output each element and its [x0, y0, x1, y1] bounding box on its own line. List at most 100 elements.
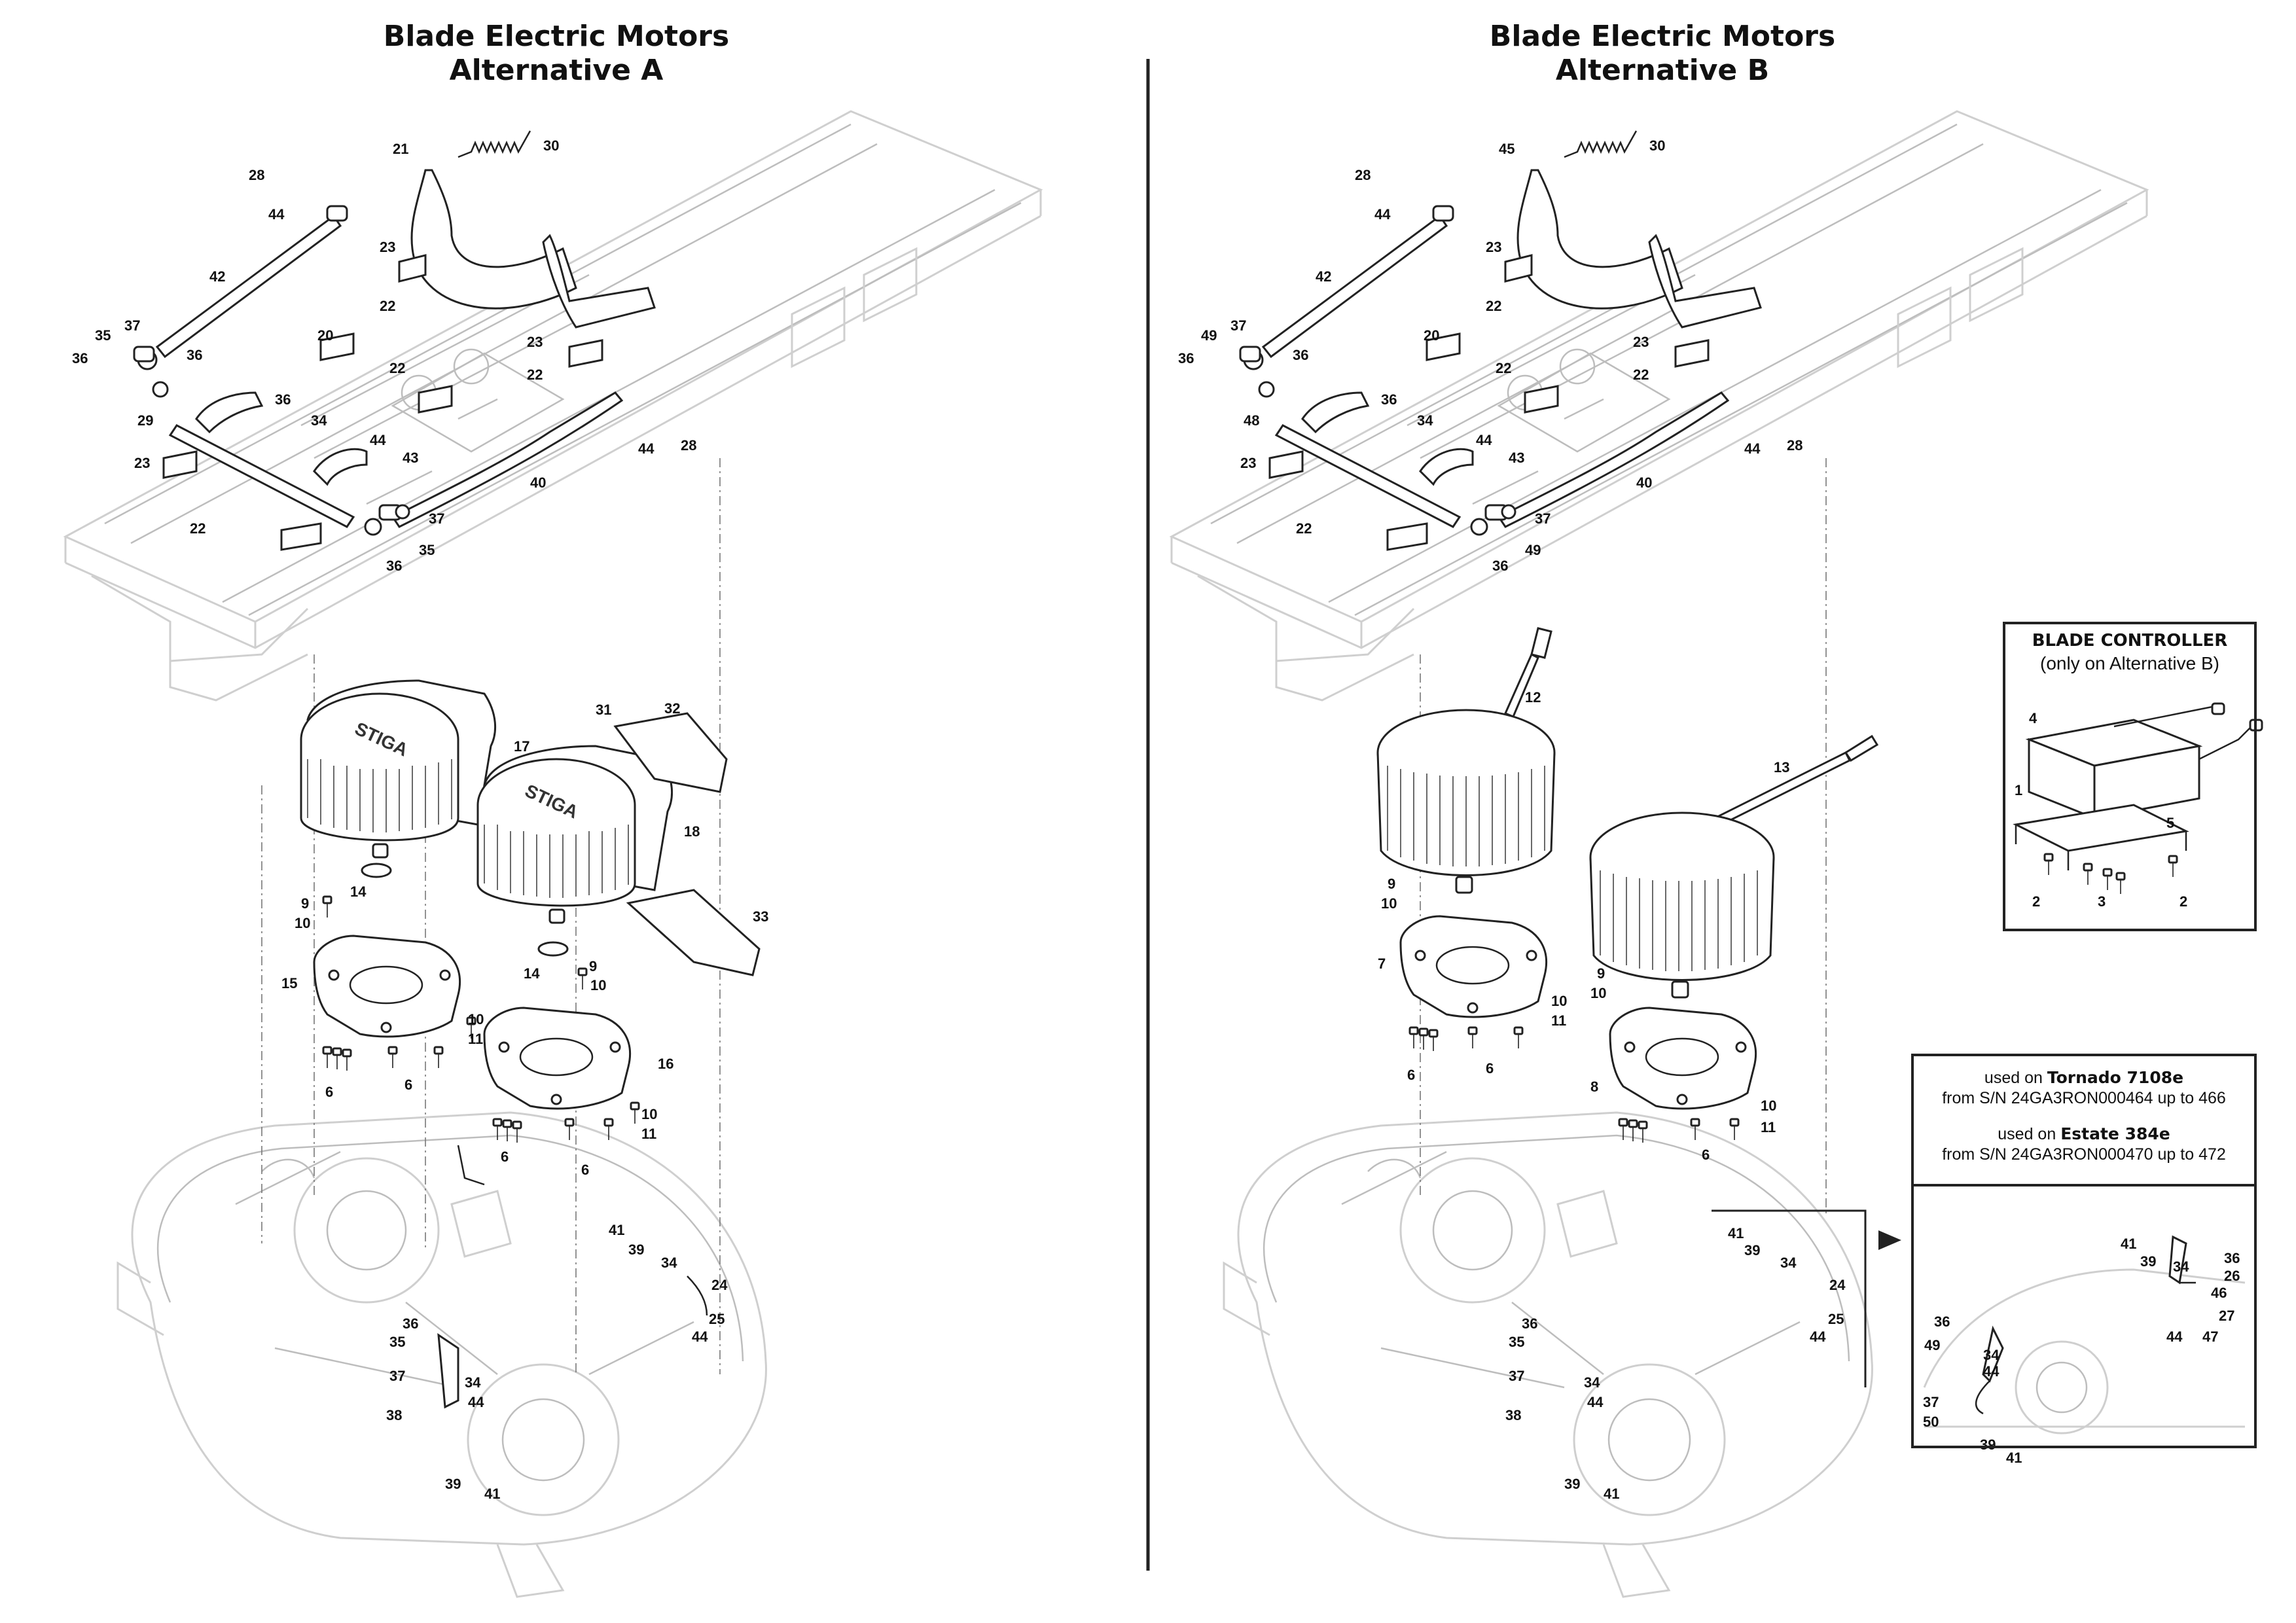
- alt-a-cover-33: [626, 889, 761, 976]
- callout: 36: [1381, 391, 1397, 408]
- alt-a-lift-linkage: [133, 130, 656, 551]
- alt-a-chassis-frame: [64, 0, 1042, 702]
- blade-controller-subtitle: (only on Alternative B): [2040, 653, 2219, 673]
- callout: 11: [468, 1031, 483, 1047]
- callout: 38: [386, 1407, 402, 1423]
- callout: 9: [589, 958, 597, 974]
- callout: 44: [1810, 1329, 1826, 1345]
- callout: 16: [658, 1056, 673, 1072]
- callout: 29: [137, 412, 153, 429]
- usage-model-1: Tornado 7108e: [2047, 1068, 2184, 1087]
- callout: 11: [1761, 1119, 1776, 1135]
- callout: 23: [134, 455, 150, 471]
- alt-a-callouts: 30 21 28 44 23 22 42 37 35 36 36 20 22 2…: [72, 137, 768, 1502]
- callout: 48: [1244, 412, 1259, 429]
- callout: 10: [1551, 993, 1567, 1009]
- callout: 23: [1486, 239, 1501, 255]
- callout: 11: [1551, 1012, 1566, 1029]
- callout: 44: [2166, 1329, 2183, 1345]
- callout: 40: [1636, 474, 1652, 491]
- callout: 9: [1597, 965, 1605, 982]
- callout: 10: [468, 1011, 484, 1027]
- callout: 34: [2173, 1258, 2189, 1275]
- callout: 24: [1829, 1277, 1846, 1293]
- callout: 34: [311, 412, 327, 429]
- alt-b-mount-plate-8: [1609, 1007, 1757, 1110]
- callout: 9: [301, 895, 309, 912]
- callout: 6: [325, 1084, 333, 1100]
- callout: 4: [2029, 710, 2037, 726]
- callout: 41: [484, 1486, 500, 1502]
- callout: 34: [1983, 1347, 2000, 1363]
- callout: 10: [1590, 985, 1606, 1001]
- callout: 41: [609, 1222, 624, 1238]
- callout: 39: [1980, 1436, 1996, 1453]
- callout: 11: [641, 1126, 656, 1142]
- callout: 34: [1584, 1374, 1600, 1391]
- callout: 44: [692, 1329, 708, 1345]
- callout: 44: [370, 432, 386, 448]
- usage-line-4: from S/N 24GA3RON000470 up to 472: [1942, 1145, 2226, 1164]
- callout: 10: [1761, 1097, 1776, 1114]
- callout: 34: [465, 1374, 481, 1391]
- blade-controller-title: BLADE CONTROLLER: [2032, 631, 2228, 651]
- callout: 14: [350, 883, 367, 900]
- callout: 39: [2140, 1253, 2156, 1270]
- callout: 6: [1407, 1067, 1415, 1083]
- callout: 22: [1486, 298, 1501, 314]
- left-title: Blade Electric Motors Alternative A: [314, 20, 798, 88]
- callout: 28: [1355, 167, 1371, 183]
- usage-line-1-prefix: used on: [1984, 1069, 2047, 1087]
- callout: 2: [2032, 893, 2040, 910]
- alt-b-chassis-frame: [1170, 0, 2148, 702]
- callout: 10: [295, 915, 310, 931]
- callout: 28: [681, 437, 696, 454]
- callout: 1: [2015, 782, 2022, 798]
- alt-a-mount-plate-16: [483, 1007, 632, 1110]
- blade-controller-box: BLADE CONTROLLER (only on Alternative B): [2003, 622, 2257, 931]
- callout: 36: [1492, 558, 1508, 574]
- callout: 30: [1649, 137, 1665, 154]
- callout: 36: [1178, 350, 1194, 366]
- callout: 27: [2219, 1308, 2234, 1324]
- callout: 6: [1702, 1147, 1710, 1163]
- callout: 22: [190, 520, 206, 537]
- callout: 32: [664, 700, 680, 717]
- callout: 43: [403, 450, 418, 466]
- callout: 14: [524, 965, 540, 982]
- callout: 44: [1983, 1363, 2000, 1380]
- callout: 39: [445, 1476, 461, 1492]
- callout: 10: [590, 977, 606, 993]
- callout: 44: [468, 1394, 484, 1410]
- callout: 15: [281, 975, 297, 991]
- callout: 10: [1381, 895, 1397, 912]
- callout: 38: [1505, 1407, 1521, 1423]
- callout: 44: [268, 206, 285, 223]
- callout: 35: [389, 1334, 405, 1350]
- callout: 12: [1525, 689, 1541, 705]
- callout: 33: [753, 908, 768, 925]
- callout: 28: [249, 167, 264, 183]
- usage-divider: [1914, 1184, 2254, 1186]
- callout: 43: [1509, 450, 1524, 466]
- callout: 24: [711, 1277, 728, 1293]
- callout: 10: [641, 1106, 657, 1122]
- callout: 6: [1486, 1060, 1494, 1077]
- callout: 36: [1522, 1315, 1537, 1332]
- right-title-line2: Alternative B: [1555, 54, 1770, 87]
- callout: 42: [209, 268, 225, 285]
- callout: 49: [1924, 1337, 1940, 1353]
- callout: 36: [2224, 1250, 2240, 1266]
- callout: 6: [501, 1149, 509, 1165]
- callout: 23: [380, 239, 395, 255]
- callout: 46: [2211, 1285, 2227, 1301]
- callout: 26: [2224, 1268, 2240, 1284]
- callout: 35: [95, 327, 111, 344]
- usage-line-3-prefix: used on: [1998, 1125, 2061, 1143]
- callout: 50: [1923, 1414, 1939, 1430]
- callout: 40: [530, 474, 546, 491]
- callout: 37: [124, 317, 140, 334]
- callout: 22: [1296, 520, 1312, 537]
- alt-a-cover-32: [613, 712, 728, 793]
